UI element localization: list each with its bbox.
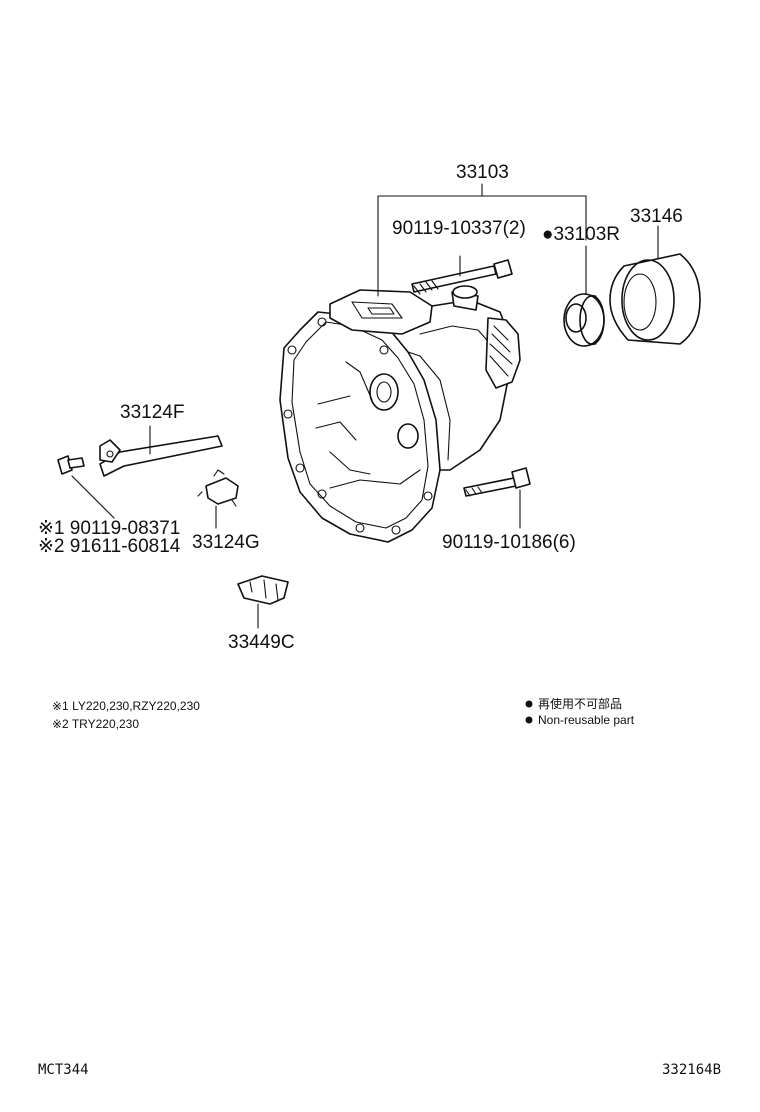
diagram-code-right: 332164B bbox=[662, 1062, 721, 1078]
bullet-icon bbox=[525, 700, 533, 708]
label-bracket: 33449C bbox=[228, 632, 295, 653]
lower-bolt-drawing bbox=[463, 467, 531, 529]
small-bolt-drawing bbox=[57, 455, 115, 519]
oil-seal-drawing bbox=[563, 245, 605, 347]
label-dust-cover: 33146 bbox=[630, 206, 683, 227]
transmission-case-drawing bbox=[279, 285, 521, 543]
note-2: ※2 TRY220,230 bbox=[52, 717, 139, 731]
bullet-icon bbox=[525, 716, 533, 724]
diagram-code-left: MCT344 bbox=[38, 1062, 89, 1078]
label-lever: 33124F bbox=[120, 402, 184, 423]
dust-cover-drawing bbox=[609, 225, 701, 345]
label-bolt-alt1: ※1 90119-08371 bbox=[38, 518, 180, 539]
bracket-drawing bbox=[237, 575, 289, 629]
legend-japanese: 再使用不可部品 bbox=[538, 696, 622, 711]
legend-english: Non-reusable part bbox=[538, 713, 635, 727]
clip-drawing bbox=[197, 469, 239, 529]
label-case-assembly: 33103 bbox=[456, 162, 509, 183]
label-bolt-alt2: ※2 91611-60814 bbox=[38, 536, 181, 557]
label-oil-seal: ●33103R bbox=[542, 224, 620, 245]
label-bolt-lower: 90119-10186(6) bbox=[442, 532, 576, 553]
note-1: ※1 LY220,230,RZY220,230 bbox=[52, 699, 200, 713]
label-bolt-upper: 90119-10337(2) bbox=[392, 218, 526, 239]
case-callout-bracket bbox=[377, 183, 587, 297]
lever-drawing bbox=[99, 425, 223, 477]
upper-bolt-drawing bbox=[411, 255, 513, 295]
label-clip: 33124G bbox=[192, 532, 260, 553]
